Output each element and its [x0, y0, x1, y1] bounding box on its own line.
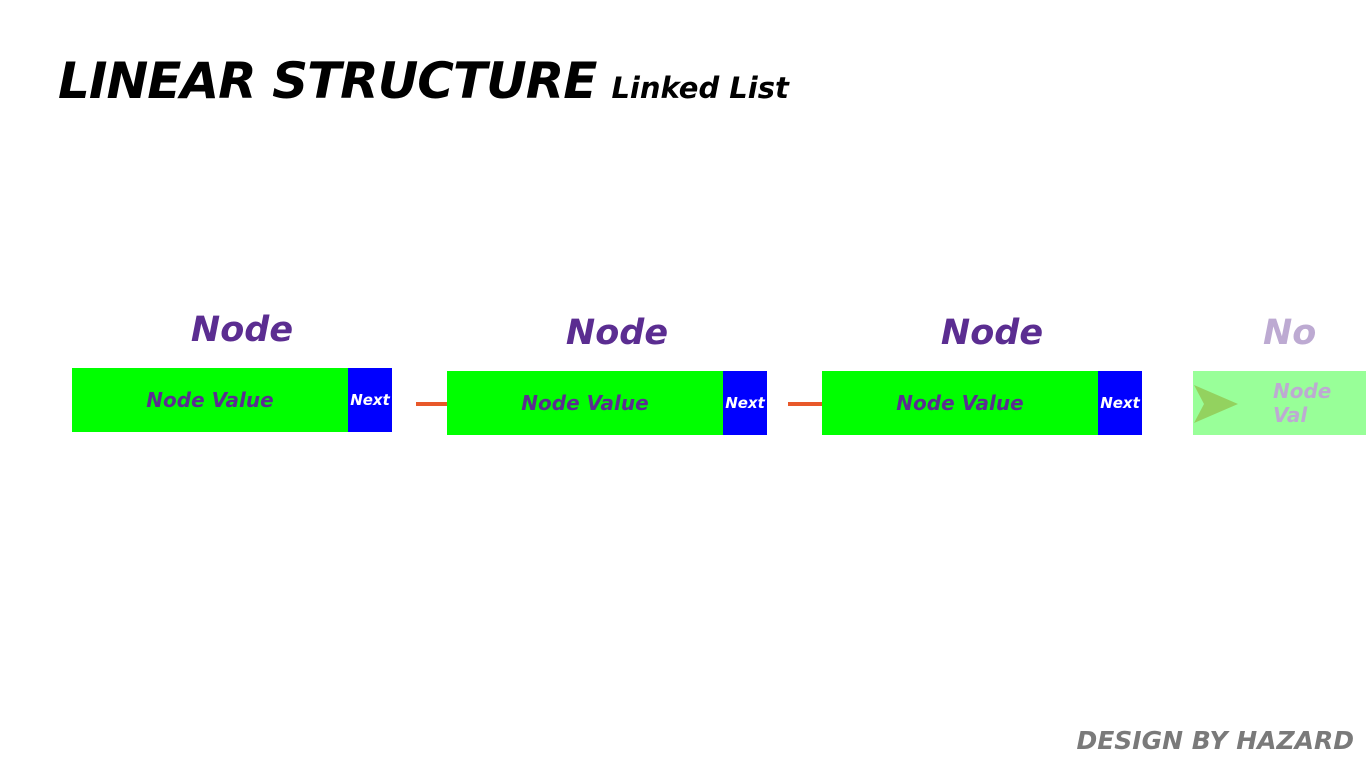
arrow-icon: [1158, 385, 1238, 423]
node-3-value: Node Value: [822, 371, 1098, 435]
node-1-next: Next: [348, 368, 392, 432]
node-4-value: Node Val: [1193, 371, 1366, 435]
credit-text: DESIGN BY HAZARD: [1076, 726, 1354, 755]
page-title: LINEAR STRUCTURE Linked List: [58, 52, 789, 110]
node-4-clip: No Node Val: [1193, 300, 1366, 440]
node-2: Node Value Next: [447, 371, 767, 435]
node-2-label: Node: [565, 313, 669, 353]
title-subtitle: Linked List: [611, 71, 789, 105]
node-1: Node Value Next: [72, 368, 392, 432]
node-3: Node Value Next: [822, 371, 1142, 435]
node-4-label: No: [1263, 313, 1317, 353]
node-3-next: Next: [1098, 371, 1142, 435]
node-2-value: Node Value: [447, 371, 723, 435]
title-main: LINEAR STRUCTURE: [58, 52, 597, 110]
node-4: Node Val: [1193, 371, 1366, 435]
node-1-label: Node: [190, 310, 294, 350]
node-1-value: Node Value: [72, 368, 348, 432]
node-3-label: Node: [940, 313, 1044, 353]
node-2-next: Next: [723, 371, 767, 435]
